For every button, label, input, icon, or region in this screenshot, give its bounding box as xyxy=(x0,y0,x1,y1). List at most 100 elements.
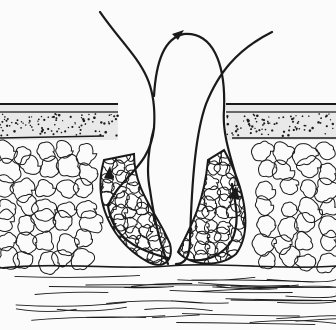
texture-dot xyxy=(95,130,97,132)
fibre-streak xyxy=(250,321,336,324)
fat-lobule xyxy=(317,253,336,273)
texture-dot xyxy=(292,121,294,123)
lobe-lobule xyxy=(182,166,193,179)
texture-dot xyxy=(288,129,290,131)
texture-dot xyxy=(267,121,269,123)
texture-dot xyxy=(22,123,23,124)
fibre-streak xyxy=(49,287,166,288)
lobe-lobule xyxy=(162,171,173,183)
texture-dot xyxy=(291,118,293,120)
texture-dot xyxy=(326,125,328,127)
texture-dot xyxy=(78,126,80,128)
fibre-streak xyxy=(296,319,336,321)
texture-dot xyxy=(62,120,63,121)
fat-lobule xyxy=(33,231,54,250)
texture-dot xyxy=(250,128,252,130)
lobe-lobule xyxy=(170,150,185,165)
texture-dot xyxy=(76,134,78,136)
fibre-streak xyxy=(35,292,109,294)
texture-dot xyxy=(28,116,30,118)
fat-lobule xyxy=(272,160,295,180)
lobe-lobule xyxy=(121,248,137,264)
lobe-lobule xyxy=(160,212,177,227)
lobe-lobule xyxy=(159,159,176,174)
texture-dot xyxy=(267,122,269,124)
texture-dot xyxy=(98,135,99,136)
fat-lobule xyxy=(319,216,336,238)
texture-dot xyxy=(28,122,29,123)
texture-dot xyxy=(88,114,89,115)
texture-dot xyxy=(253,114,255,116)
texture-dot xyxy=(287,134,290,137)
texture-dot xyxy=(2,130,4,132)
texture-dot xyxy=(268,116,269,117)
texture-dot xyxy=(54,124,56,126)
texture-dot xyxy=(4,119,5,120)
texture-dot xyxy=(83,120,86,123)
texture-dot xyxy=(94,113,96,115)
lobe-lobule xyxy=(150,171,162,183)
texture-dot xyxy=(295,115,296,116)
lobe-lobule xyxy=(110,246,125,259)
texture-dot xyxy=(261,133,263,135)
texture-dot xyxy=(9,125,11,127)
texture-dot xyxy=(282,135,284,137)
texture-dot xyxy=(302,115,304,117)
texture-dot xyxy=(7,118,9,120)
texture-dot xyxy=(47,116,49,118)
texture-dot xyxy=(64,130,66,132)
texture-dot xyxy=(278,117,280,119)
texture-dot xyxy=(81,117,82,118)
texture-dot xyxy=(256,115,259,118)
lobe-lobule xyxy=(164,224,178,240)
texture-dot xyxy=(108,123,110,125)
texture-dot xyxy=(0,134,2,136)
texture-dot xyxy=(248,123,250,125)
texture-dot xyxy=(236,125,237,126)
texture-dot xyxy=(47,128,49,130)
texture-dot xyxy=(251,125,253,127)
lobe-lobule xyxy=(180,184,193,196)
fat-lobule xyxy=(258,160,276,177)
texture-dot xyxy=(85,123,86,124)
lobe-lobule xyxy=(161,182,176,196)
lobe-lobule xyxy=(86,190,100,207)
fat-lobule xyxy=(32,199,57,221)
texture-dot xyxy=(29,121,30,122)
fat-lobule xyxy=(39,251,60,274)
texture-dot xyxy=(1,121,3,123)
texture-dot xyxy=(325,133,327,135)
texture-dot xyxy=(227,123,230,126)
lobe-lobule xyxy=(240,172,255,185)
fat-lobule xyxy=(295,232,313,251)
texture-dot xyxy=(283,131,285,133)
texture-dot xyxy=(88,118,90,120)
texture-dot xyxy=(99,134,101,136)
texture-dot xyxy=(271,129,273,131)
fat-lobule xyxy=(57,202,77,217)
fat-lobule xyxy=(296,156,321,178)
texture-dot xyxy=(294,126,296,128)
fibre-streak xyxy=(57,307,127,311)
texture-dot xyxy=(254,128,255,129)
texture-dot xyxy=(244,115,246,117)
fat-lobule xyxy=(321,230,336,251)
lobe-lobule xyxy=(100,233,117,251)
lobe-lobule xyxy=(240,163,255,176)
texture-dot xyxy=(305,125,307,127)
texture-dot xyxy=(71,126,73,128)
texture-dot xyxy=(100,121,102,123)
texture-dot xyxy=(6,134,8,136)
texture-dot xyxy=(93,116,96,119)
texture-dot xyxy=(38,123,40,125)
lobe-lobule xyxy=(161,192,174,206)
texture-dot xyxy=(5,120,7,122)
fat-lobule xyxy=(0,209,14,231)
texture-dot xyxy=(326,115,328,117)
texture-dot xyxy=(99,131,100,132)
texture-dot xyxy=(20,127,22,129)
lobe-lobule xyxy=(230,140,244,153)
texture-dot xyxy=(61,132,63,134)
